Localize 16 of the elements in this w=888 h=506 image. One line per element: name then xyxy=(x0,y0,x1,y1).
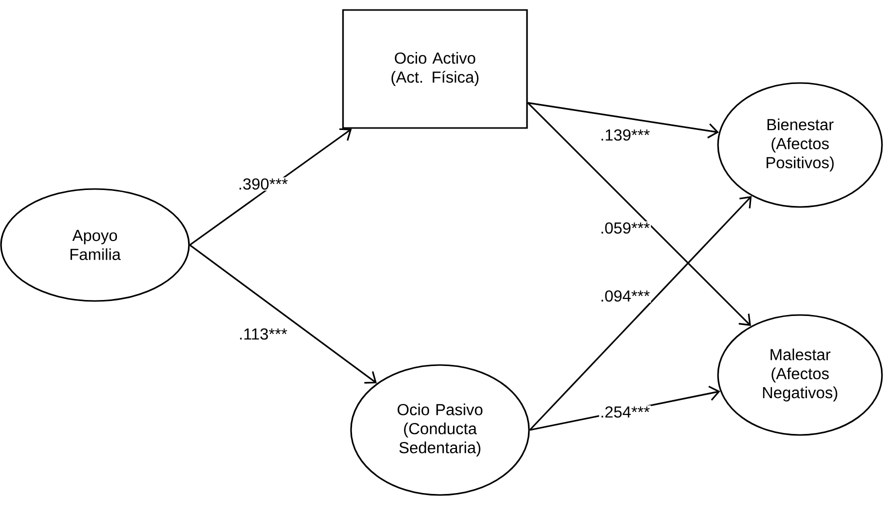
oval-node: Bienestar (Afectos Positivos) xyxy=(717,82,883,208)
edge-label: .390*** xyxy=(237,177,289,191)
oval-node: Ocio Pasivo (Conducta Sedentaria) xyxy=(350,364,530,496)
arrow xyxy=(189,244,377,384)
oval-node: Malestar (Afectos Negativos) xyxy=(717,314,883,436)
edge-label: .113*** xyxy=(238,327,288,341)
edge-label: .094*** xyxy=(599,289,651,303)
oval-node: Apoyo Familia xyxy=(0,188,190,302)
input-box: Ocio Activo (Act. Física) xyxy=(342,9,528,129)
arrow xyxy=(528,102,719,138)
arrow xyxy=(527,102,751,326)
edge-label: .254*** xyxy=(599,405,651,419)
arrow xyxy=(189,128,352,246)
arrow xyxy=(529,196,752,431)
edge-label: .139*** xyxy=(599,128,651,142)
edge-label: .059*** xyxy=(599,221,651,235)
